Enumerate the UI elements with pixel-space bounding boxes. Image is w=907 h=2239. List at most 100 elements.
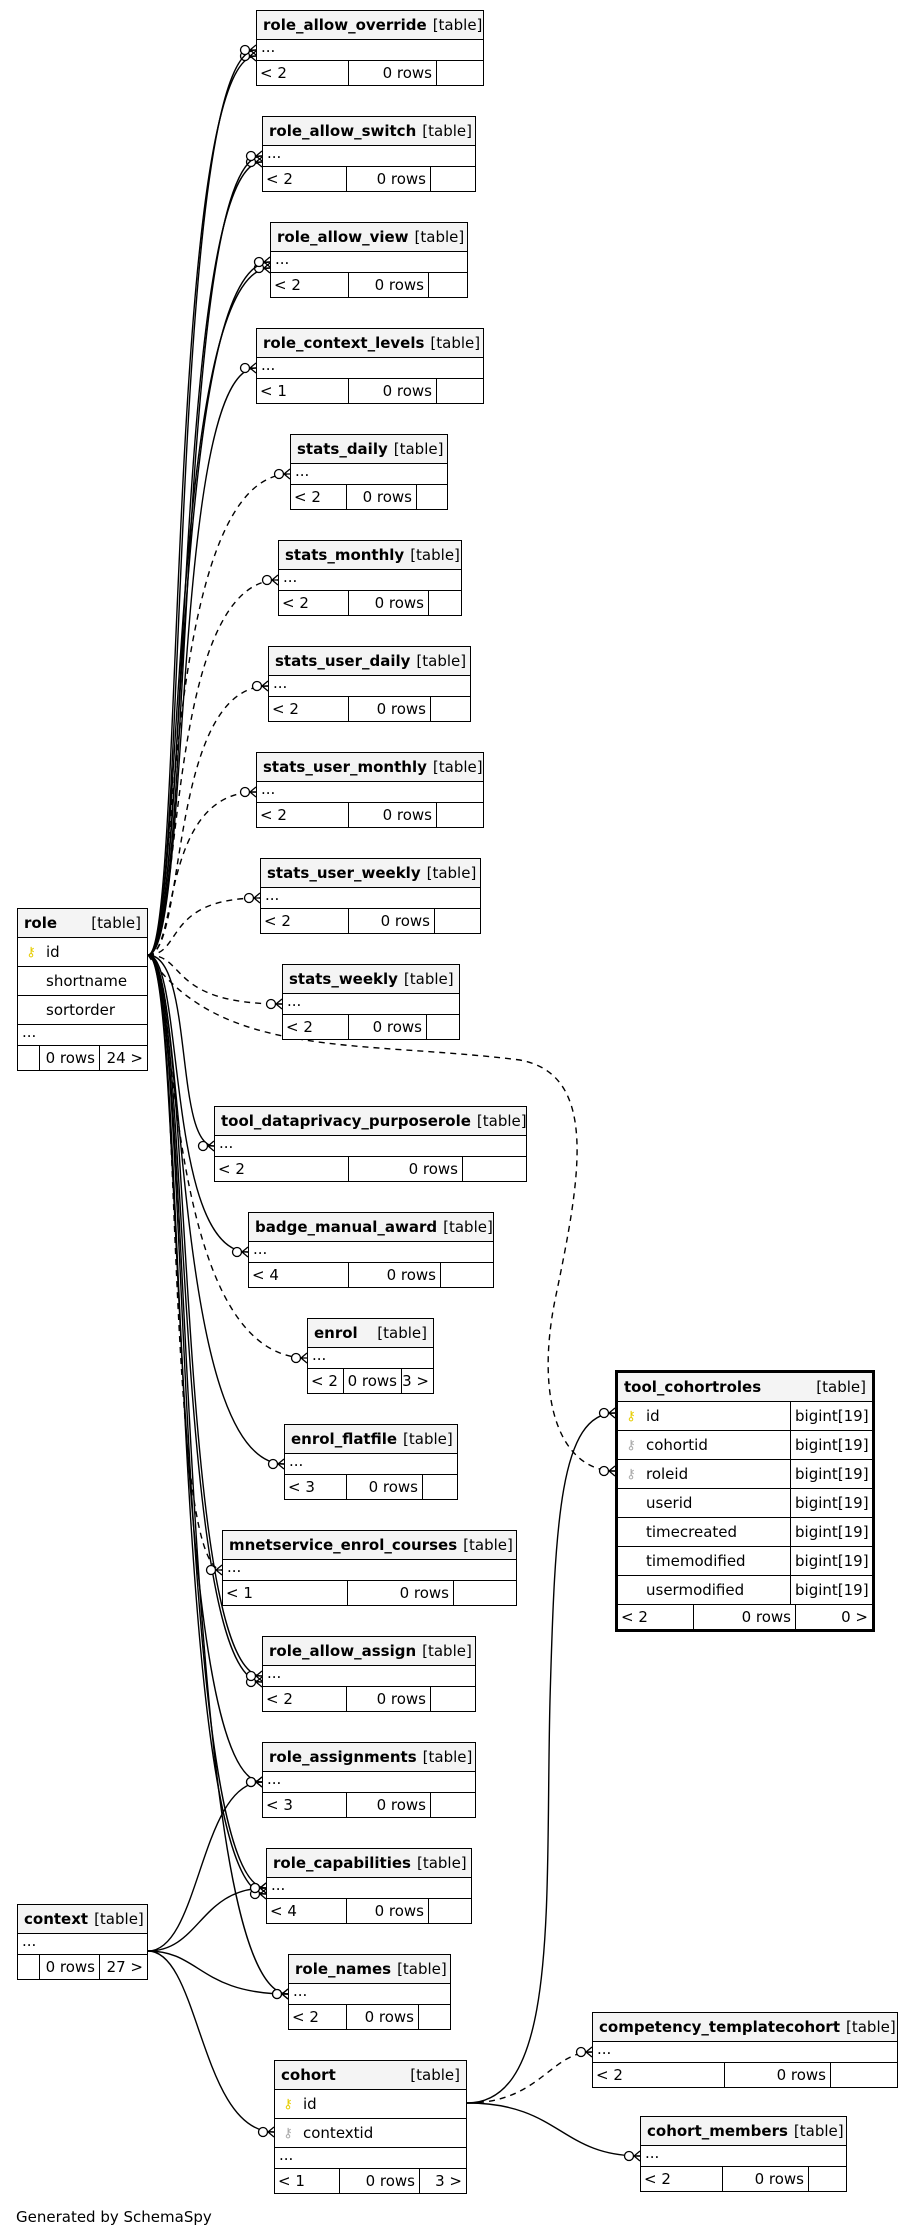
table-name[interactable]: competency_templatecohort [599, 2018, 840, 2036]
child-count[interactable] [437, 61, 483, 85]
table-name[interactable]: mnetservice_enrol_courses [229, 1536, 458, 1554]
parent-count[interactable]: < 2 [308, 1369, 344, 1393]
table-name[interactable]: badge_manual_award [255, 1218, 438, 1236]
table-name[interactable]: stats_user_weekly [267, 864, 421, 882]
parent-count[interactable] [18, 1046, 40, 1070]
table-name[interactable]: cohort [281, 2066, 336, 2084]
table-name[interactable]: role_assignments [269, 1748, 417, 1766]
table-name[interactable]: role [24, 914, 58, 932]
child-count[interactable] [417, 485, 447, 509]
parent-count[interactable]: < 2 [257, 803, 349, 827]
parent-count[interactable]: < 2 [593, 2063, 725, 2087]
child-count[interactable] [809, 2167, 846, 2191]
table-name[interactable]: context [24, 1910, 89, 1928]
child-count[interactable] [437, 803, 483, 827]
table-name[interactable]: role_capabilities [273, 1854, 411, 1872]
child-count[interactable] [429, 1899, 471, 1923]
child-count[interactable] [831, 2063, 897, 2087]
parent-count[interactable]: < 1 [275, 2169, 340, 2193]
column-row[interactable]: ⚷id [275, 2090, 466, 2119]
child-count[interactable] [423, 1475, 457, 1499]
parent-count[interactable]: < 4 [249, 1263, 349, 1287]
table-name[interactable]: stats_daily [297, 440, 388, 458]
parent-count[interactable]: < 2 [279, 591, 349, 615]
parent-count[interactable]: < 3 [285, 1475, 347, 1499]
table-role[interactable]: role[table]⚷id⚷shortname⚷sortorder...0 r… [17, 908, 148, 1071]
parent-count[interactable]: < 2 [261, 909, 349, 933]
parent-count[interactable]: < 2 [289, 2005, 347, 2029]
parent-count[interactable]: < 2 [269, 697, 349, 721]
parent-count[interactable]: < 4 [267, 1899, 347, 1923]
child-count[interactable]: 27 > [106, 1958, 143, 1976]
child-count[interactable] [431, 167, 475, 191]
parent-count[interactable]: < 1 [257, 379, 349, 403]
child-count[interactable] [429, 273, 467, 297]
child-count[interactable] [437, 379, 483, 403]
table-tool-dataprivacy-purposerole[interactable]: tool_dataprivacy_purposerole[table]...< … [214, 1106, 527, 1182]
table-name[interactable]: stats_user_daily [275, 652, 411, 670]
child-count[interactable] [441, 1263, 493, 1287]
table-name[interactable]: role_context_levels [263, 334, 425, 352]
parent-count[interactable]: < 2 [215, 1157, 349, 1181]
parent-count[interactable]: < 2 [271, 273, 349, 297]
table-name[interactable]: role_allow_view [277, 228, 409, 246]
table-name[interactable]: cohort_members [647, 2122, 788, 2140]
parent-count[interactable]: < 1 [223, 1581, 348, 1605]
parent-count[interactable]: < 2 [291, 485, 347, 509]
table-name[interactable]: role_allow_assign [269, 1642, 417, 1660]
child-count[interactable] [431, 1687, 475, 1711]
parent-count[interactable]: < 2 [263, 167, 347, 191]
table-name[interactable]: tool_dataprivacy_purposerole [221, 1112, 471, 1130]
column-row[interactable]: ⚷sortorder [18, 996, 147, 1025]
table-name[interactable]: role_allow_override [263, 16, 427, 34]
column-row[interactable]: ⚷shortname [18, 967, 147, 996]
child-count[interactable] [429, 591, 461, 615]
parent-count[interactable] [18, 1955, 40, 1979]
parent-count[interactable]: < 2 [257, 61, 349, 85]
parent-count[interactable]: < 2 [618, 1605, 694, 1629]
column-row[interactable]: ⚷id [18, 938, 147, 967]
child-count[interactable] [431, 697, 470, 721]
table-name[interactable]: stats_user_monthly [263, 758, 427, 776]
child-count[interactable]: 3 > [435, 2172, 462, 2190]
table-name[interactable]: role_allow_switch [269, 122, 417, 140]
table-name[interactable]: role_names [295, 1960, 392, 1978]
parent-count[interactable]: < 2 [263, 1687, 347, 1711]
child-count[interactable] [427, 1015, 459, 1039]
child-count[interactable] [454, 1581, 516, 1605]
child-count[interactable] [463, 1157, 526, 1181]
child-count[interactable]: 3 > [402, 1372, 429, 1390]
parent-count[interactable]: < 2 [283, 1015, 349, 1039]
table-name[interactable]: stats_monthly [285, 546, 405, 564]
table-name[interactable]: tool_cohortroles [624, 1378, 762, 1396]
column-row[interactable]: ⚷contextid [275, 2119, 466, 2148]
parent-count[interactable]: < 3 [263, 1793, 347, 1817]
table-name[interactable]: enrol_flatfile [291, 1430, 398, 1448]
child-count[interactable]: 24 > [106, 1049, 143, 1067]
parent-count[interactable]: < 2 [641, 2167, 723, 2191]
child-count[interactable] [419, 2005, 450, 2029]
child-count[interactable] [431, 1793, 475, 1817]
